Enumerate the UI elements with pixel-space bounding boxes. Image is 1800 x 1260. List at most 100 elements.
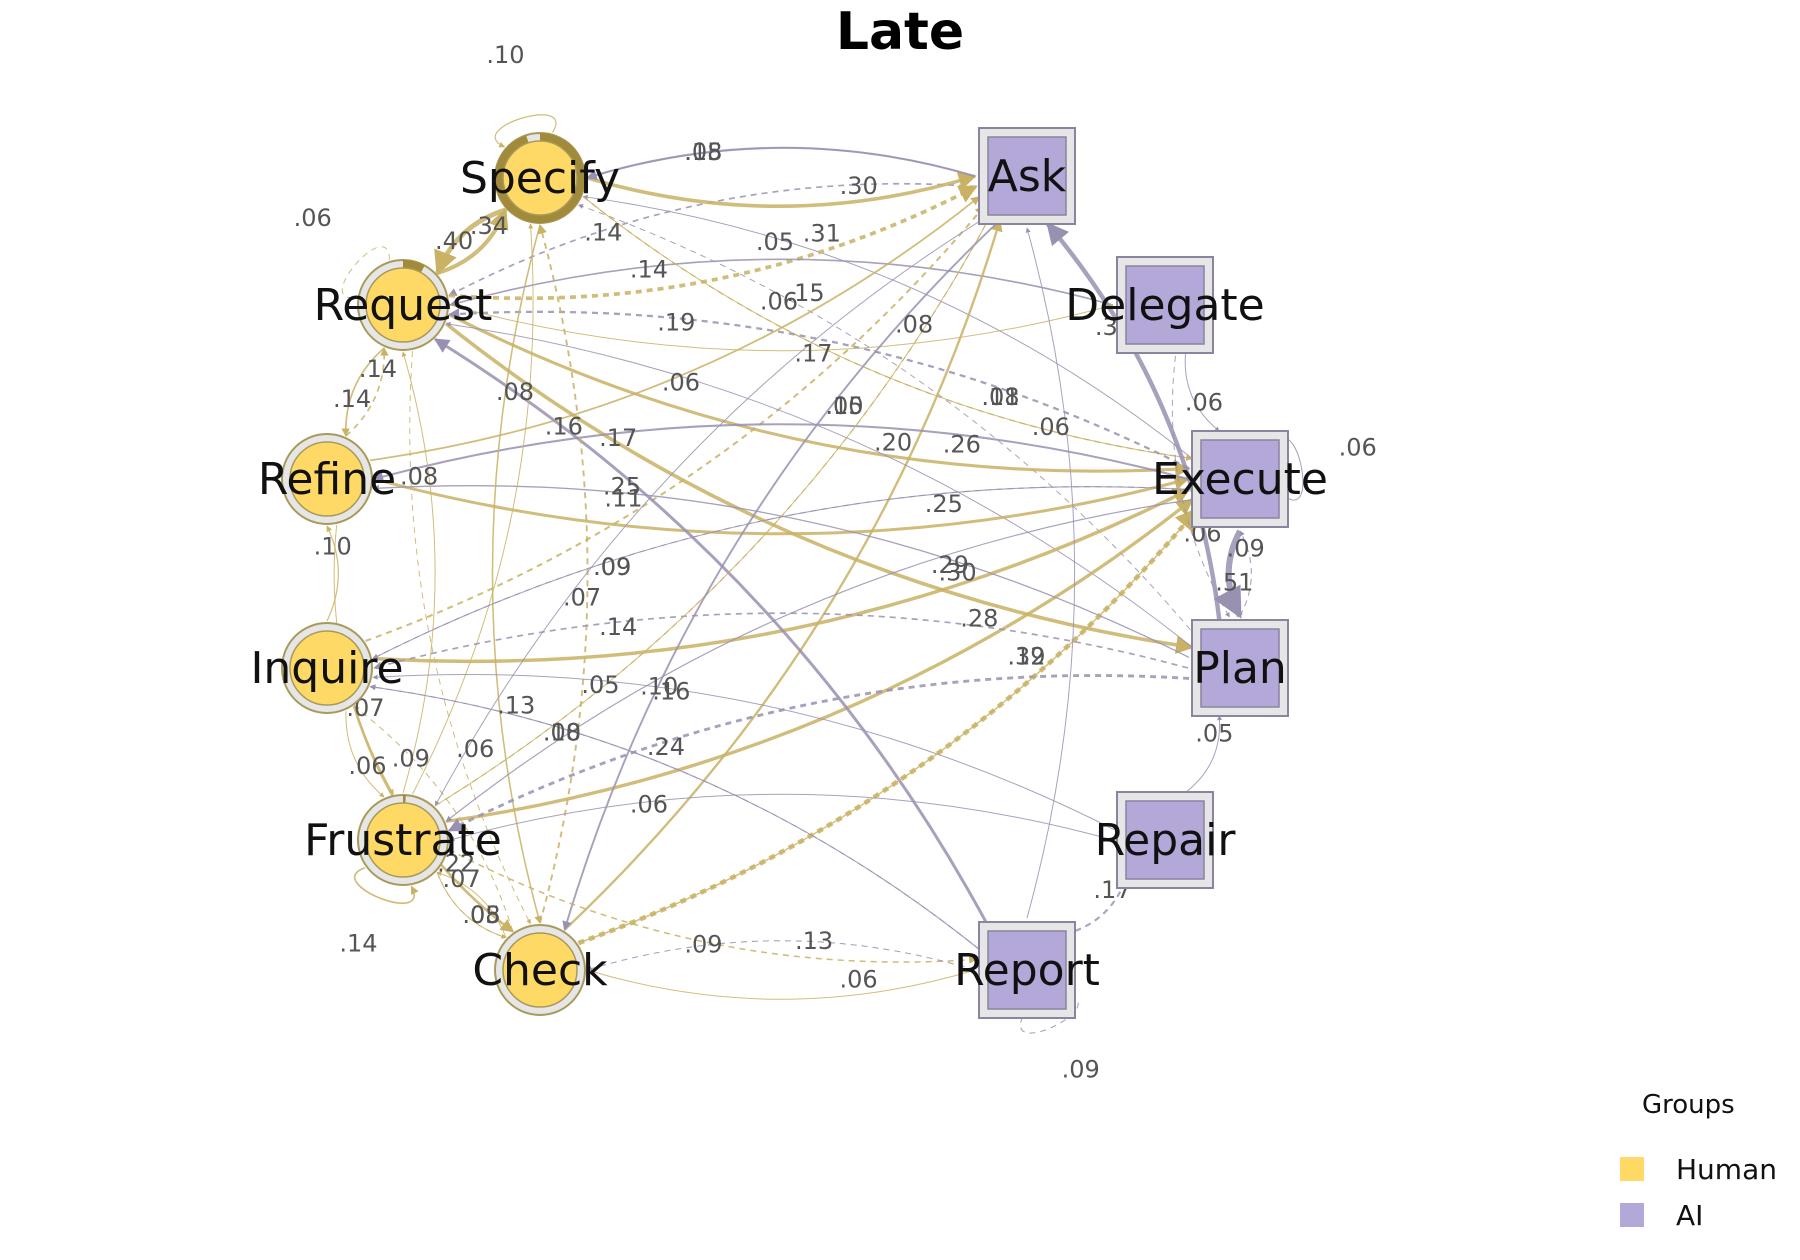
- node-report[interactable]: Report: [954, 921, 1100, 1019]
- edge-frustrate-to-specify: [412, 223, 534, 795]
- edge-label-execute-to-inquire: .09: [593, 553, 631, 581]
- edge-report-to-inquire: [369, 684, 980, 950]
- edge-label-specify-to-execute: .08: [981, 383, 1019, 411]
- node-inquire[interactable]: Inquire: [250, 622, 404, 714]
- node-ask[interactable]: Ask: [978, 127, 1076, 225]
- node-delegate[interactable]: Delegate: [1065, 256, 1265, 354]
- edge-check-to-inquire: [353, 705, 514, 932]
- legend-label-human: Human: [1676, 1152, 1777, 1186]
- edge-label-ask-to-request: .14: [584, 218, 622, 246]
- node-frustrate-fill: [365, 802, 441, 878]
- node-check[interactable]: Check: [472, 924, 608, 1016]
- edge-label-execute-to-frustrate: .10: [640, 673, 678, 701]
- edge-plan-to-specify: [578, 204, 1198, 639]
- node-specify-label: Specify: [460, 153, 620, 204]
- edge-label-check-to-report: .06: [840, 966, 878, 994]
- edge-delegate-to-plan: [1171, 355, 1230, 618]
- node-inquire-fill: [289, 630, 365, 706]
- edge-label-request-to-check: .06: [456, 735, 494, 763]
- edge-label-frustrate-to-frustrate: .14: [339, 929, 377, 957]
- node-specify[interactable]: Specify: [460, 132, 620, 224]
- edge-label-specify-to-ask: .30: [840, 172, 878, 200]
- edge-plan-to-request: [445, 321, 1193, 648]
- edge-label-refine-to-execute: .25: [925, 490, 963, 518]
- edge-refine-to-execute: [373, 475, 1190, 536]
- edge-label-repair-to-plan: .05: [1195, 719, 1233, 747]
- edge-label-check-to-frustrate: .07: [443, 865, 481, 893]
- edge-label-frustrate-to-request: .08: [400, 462, 438, 490]
- edge-inquire-to-refine: [326, 525, 339, 622]
- node-specify-pie: [495, 133, 585, 223]
- edge-label-report-to-check: .09: [684, 931, 722, 959]
- node-refine-fill: [289, 441, 365, 517]
- edge-frustrate-to-check: [436, 872, 507, 939]
- node-repair[interactable]: Repair: [1095, 791, 1237, 889]
- legend-item-human: Human: [1620, 1146, 1790, 1192]
- edge-check-to-specify: [537, 224, 589, 924]
- edge-label-ask-to-check: .16: [652, 678, 690, 706]
- edge-inquire-to-frustrate: [345, 710, 385, 798]
- edge-report-to-ask: [1025, 227, 1076, 919]
- edge-plan-to-execute: [1239, 530, 1252, 617]
- edge-report-to-report: [1020, 993, 1079, 1034]
- edge-label-execute-to-plan: .51: [1215, 569, 1253, 597]
- node-execute-fill: [1200, 439, 1280, 519]
- edge-repair-to-frustrate: [449, 793, 1114, 842]
- edge-report-to-request: [433, 337, 993, 933]
- node-plan-fill: [1200, 628, 1280, 708]
- edge-report-to-check: [586, 940, 976, 972]
- edge-label-request-to-plan: .30: [939, 558, 977, 586]
- edge-refine-to-request: [345, 347, 389, 437]
- edge-check-to-frustrate: [436, 871, 507, 938]
- node-ask-fill: [987, 136, 1067, 216]
- node-report-fill: [987, 930, 1067, 1010]
- edge-label-refine-to-request: .14: [359, 355, 397, 383]
- node-execute-label: Execute: [1152, 454, 1328, 505]
- legend-swatch-human: [1620, 1157, 1644, 1181]
- edge-label-delegate-to-request: .14: [630, 256, 668, 284]
- node-execute[interactable]: Execute: [1152, 430, 1328, 528]
- edge-label-plan-to-inquire: .14: [599, 613, 637, 641]
- node-refine[interactable]: Refine: [258, 433, 396, 525]
- node-plan-label: Plan: [1193, 643, 1287, 694]
- edge-repair-to-inquire: [372, 674, 1115, 830]
- legend-title: Groups: [1642, 1090, 1735, 1120]
- edge-frustrate-to-ask: [434, 213, 992, 807]
- edge-frustrate-to-request: [401, 351, 436, 794]
- node-plan[interactable]: Plan: [1191, 619, 1289, 717]
- edge-label-report-to-request: .25: [603, 473, 641, 501]
- edge-label-specify-to-specify: .10: [486, 41, 524, 69]
- edge-label-request-to-request: .06: [294, 204, 332, 232]
- edge-label-request-to-ask: .31: [803, 220, 841, 248]
- edge-inquire-to-execute: [372, 487, 1191, 664]
- edge-frustrate-to-frustrate: [354, 867, 419, 904]
- node-request[interactable]: Request: [314, 259, 493, 351]
- edge-label-ask-to-specify: .05: [684, 138, 722, 166]
- edge-request-to-plan: [444, 322, 1195, 654]
- edge-request-to-refine: [341, 347, 385, 437]
- edge-specify-to-execute: [582, 196, 1193, 461]
- edge-label-check-to-ask: .20: [874, 429, 912, 457]
- node-check-fill: [502, 932, 578, 1008]
- edge-label-specify-to-check: .13: [497, 692, 535, 720]
- edge-execute-to-plan: [1213, 529, 1243, 619]
- edge-label-check-to-execute: .12: [1007, 642, 1045, 670]
- edge-label-frustrate-to-check: .08: [462, 901, 500, 929]
- node-frustrate[interactable]: Frustrate: [304, 794, 502, 886]
- edge-refine-to-ask: [370, 195, 980, 462]
- edge-labels-layer: .10.06.14.06.09.34.40.14.05.30.06.05.18.…: [294, 41, 1377, 1083]
- node-specify-fill: [502, 140, 578, 216]
- edge-plan-to-inquire: [373, 612, 1189, 671]
- node-delegate-fill: [1125, 265, 1205, 345]
- legend-swatch-ai: [1620, 1203, 1644, 1227]
- edge-plan-to-ask: [1045, 222, 1222, 621]
- edge-execute-to-refine: [373, 423, 1189, 482]
- node-request-pie: [402, 260, 425, 273]
- edge-label-check-to-execute: .39: [1007, 642, 1045, 670]
- edge-specify-to-request: [434, 207, 507, 276]
- edge-request-to-check: [409, 350, 531, 925]
- edge-label-plan-to-request: .06: [662, 369, 700, 397]
- edge-label-frustrate-to-ask: .10: [825, 392, 863, 420]
- edge-specify-to-ask: [586, 172, 977, 209]
